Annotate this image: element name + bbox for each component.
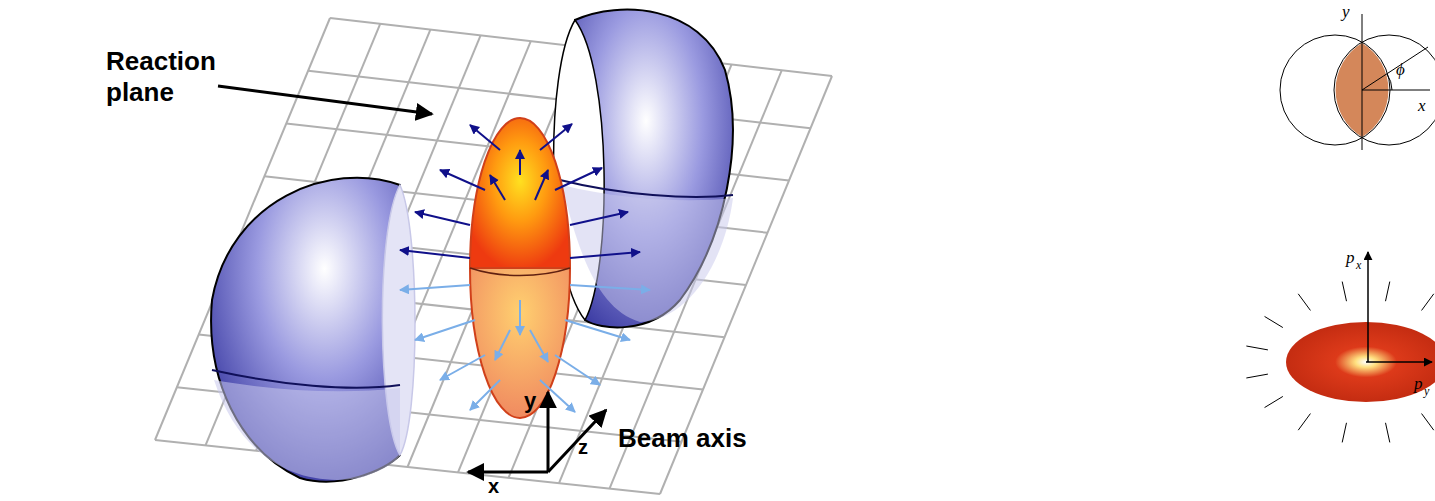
axis-subscript: x bbox=[1356, 258, 1361, 273]
axis-name: Beam axis bbox=[618, 423, 747, 454]
flow-arrow bbox=[540, 124, 572, 150]
axis-label: p bbox=[1414, 374, 1423, 394]
radial-tick bbox=[1298, 294, 1310, 311]
radial-tick bbox=[1298, 414, 1310, 431]
radial-tick bbox=[1265, 316, 1283, 327]
flow-arrow bbox=[415, 320, 475, 340]
flow-arrow bbox=[555, 168, 602, 190]
flow-arrow bbox=[440, 355, 485, 380]
axis-label: x bbox=[488, 475, 499, 498]
radial-tick bbox=[1246, 374, 1268, 378]
flow-arrow bbox=[470, 125, 500, 150]
flow-arrow bbox=[415, 212, 470, 225]
radial-tick bbox=[1342, 282, 1346, 302]
axis-label: y bbox=[524, 388, 536, 414]
flow-arrow bbox=[400, 285, 470, 290]
axis-label: z bbox=[578, 436, 588, 459]
flow-arrow bbox=[555, 355, 600, 385]
plane-label: Reaction plane bbox=[106, 46, 236, 108]
flow-arrow bbox=[519, 300, 521, 335]
angle-label: ϕ bbox=[1396, 60, 1405, 80]
radial-tick bbox=[1386, 282, 1390, 302]
axis-label: y bbox=[1342, 2, 1350, 22]
flow-arrow bbox=[440, 170, 485, 190]
coordinate-axes bbox=[468, 392, 606, 472]
radial-tick bbox=[1265, 396, 1283, 407]
flow-arrow bbox=[535, 170, 548, 200]
flow-arrow bbox=[540, 380, 575, 412]
axis-subscript: y bbox=[1424, 384, 1429, 399]
flow-arrow bbox=[400, 250, 470, 258]
flow-arrow bbox=[530, 330, 548, 362]
flow-arrow bbox=[565, 320, 630, 340]
axis-label: x bbox=[1418, 96, 1426, 116]
flow-arrow bbox=[470, 380, 500, 410]
radial-tick bbox=[1246, 346, 1268, 350]
radial-tick bbox=[1422, 414, 1434, 431]
flow-arrow bbox=[570, 252, 640, 258]
radial-tick bbox=[1342, 423, 1346, 443]
flow-arrows-upper bbox=[400, 124, 640, 258]
radial-tick bbox=[1422, 294, 1434, 311]
left-nucleus bbox=[211, 178, 415, 482]
overlap-sketch bbox=[1280, 14, 1435, 150]
leader-arrow bbox=[218, 86, 432, 114]
fireball bbox=[470, 118, 570, 418]
radial-tick bbox=[1386, 423, 1390, 443]
flow-arrow bbox=[490, 175, 505, 200]
momentum-sketch bbox=[1246, 252, 1435, 442]
flow-arrow bbox=[570, 285, 650, 290]
flow-arrow bbox=[519, 150, 521, 175]
right-nucleus bbox=[554, 10, 733, 328]
flow-arrow bbox=[495, 330, 510, 360]
axis-label: p bbox=[1346, 248, 1355, 268]
flow-arrow bbox=[570, 212, 628, 225]
